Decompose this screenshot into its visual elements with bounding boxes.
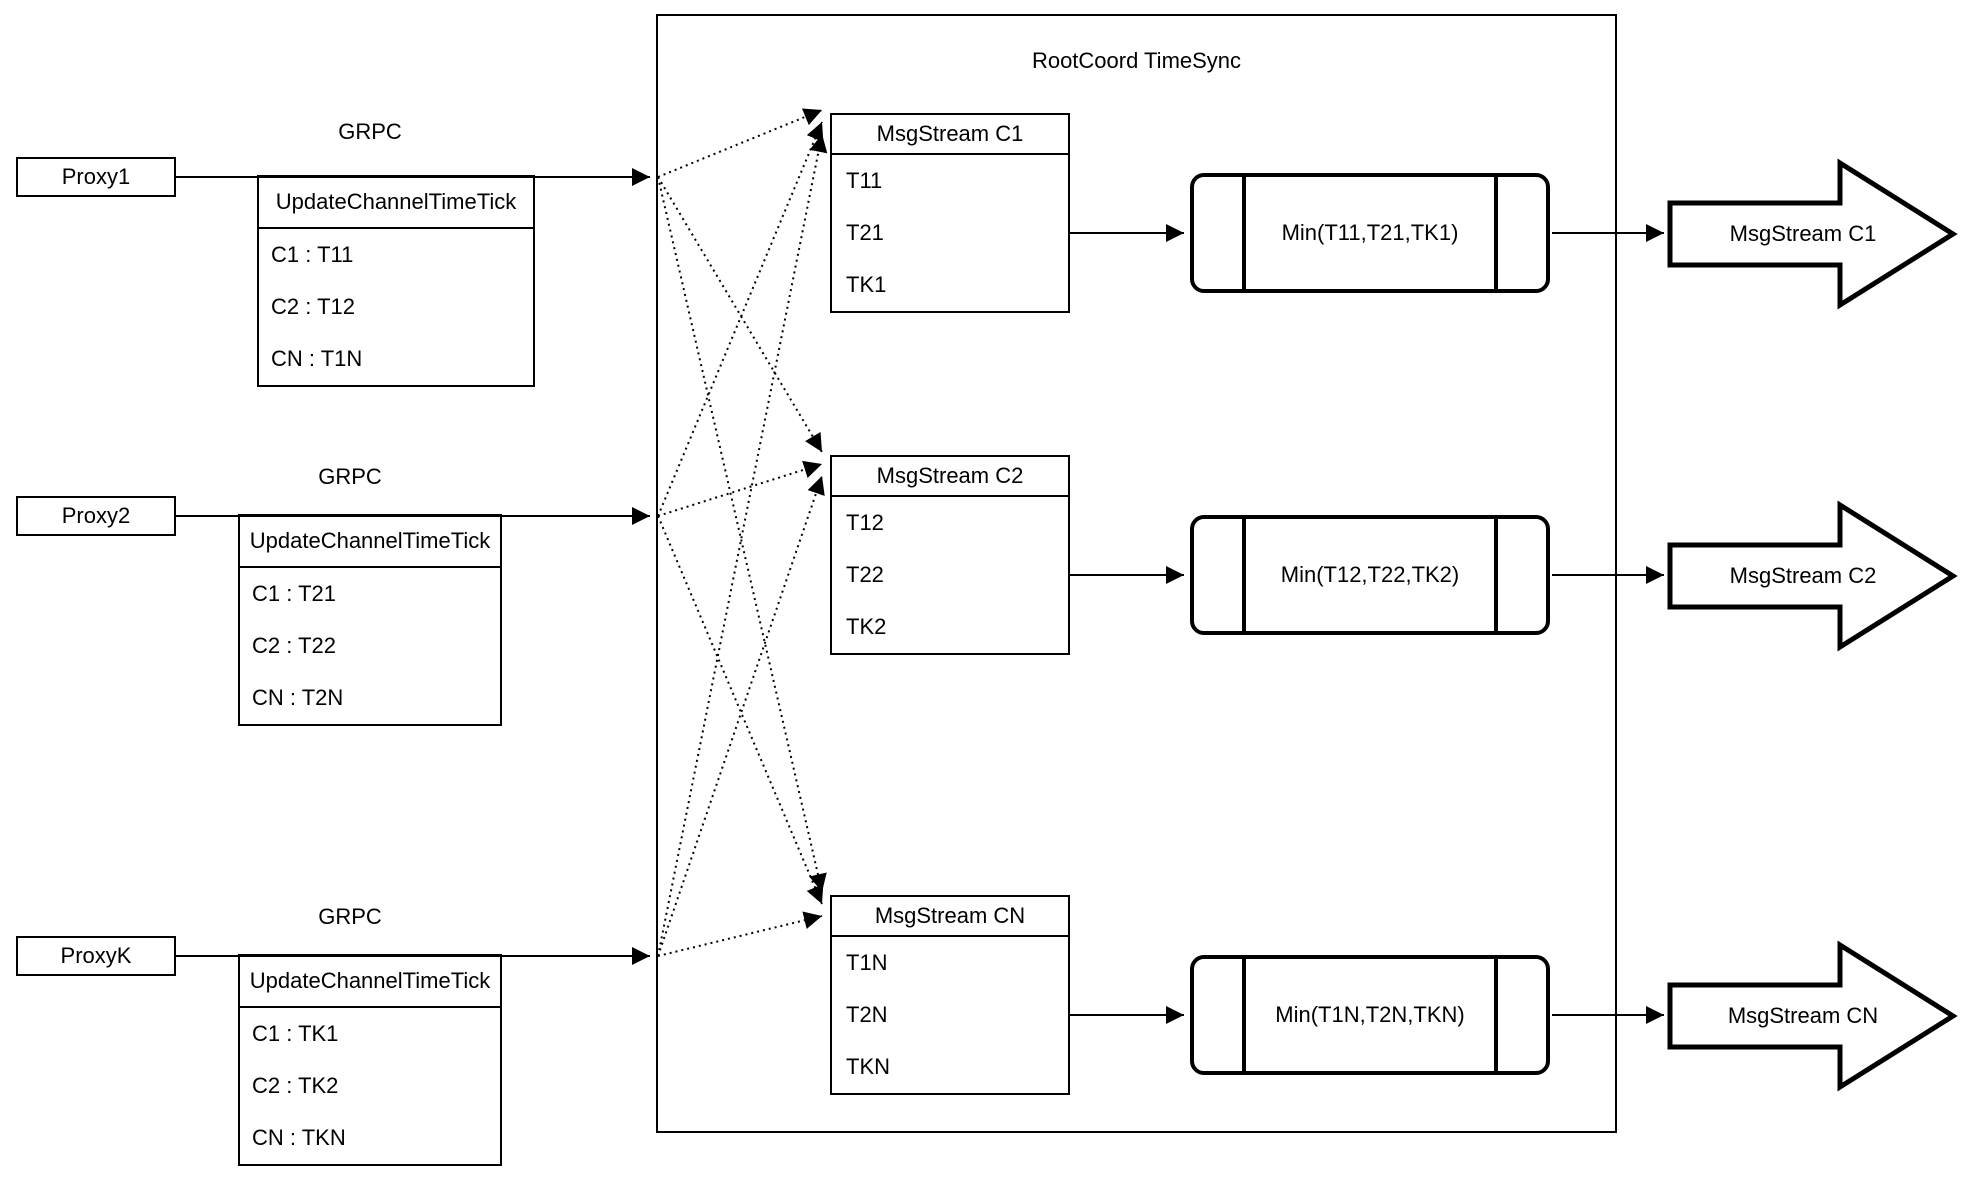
proxy2-table-header: UpdateChannelTimeTick [240, 516, 500, 568]
table-row: C2 : T12 [271, 294, 355, 319]
table-row: T1N [846, 950, 888, 975]
table-row: C1 : TK1 [252, 1021, 339, 1046]
msgstream-c2-table: MsgStream C2 T12 T22 TK2 [830, 455, 1070, 655]
process-bar [1494, 959, 1498, 1071]
rootcoord-timesync-container: RootCoord TimeSync [656, 14, 1617, 1133]
table-row: TK1 [846, 272, 887, 297]
msgstream-c2-output-label: MsgStream C2 [1729, 563, 1877, 588]
table-row: T11 [846, 168, 883, 193]
proxy2-label: Proxy2 [61, 503, 131, 528]
msgstream-cn-output-label: MsgStream CN [1727, 1003, 1879, 1028]
table-row: C1 : T11 [271, 242, 354, 267]
table-row: CN : TKN [252, 1125, 346, 1150]
grpc-label-3: GRPC [318, 904, 382, 929]
grpc-label-2: GRPC [318, 464, 382, 489]
process-bar [1494, 177, 1498, 289]
table-row: TK2 [846, 614, 887, 639]
proxy2-timetick-table: UpdateChannelTimeTick C1 : T21 C2 : T22 … [238, 514, 502, 726]
process-bar [1242, 177, 1246, 289]
proxy2-box: Proxy2 [16, 496, 176, 536]
proxyk-label: ProxyK [60, 943, 132, 968]
proxyk-table-header: UpdateChannelTimeTick [240, 956, 500, 1008]
proxy1-timetick-table: UpdateChannelTimeTick C1 : T11 C2 : T12 … [257, 175, 535, 387]
table-row: C1 : T21 [252, 581, 336, 606]
min-cn-label: Min(T1N,T2N,TKN) [1275, 1002, 1465, 1027]
proxy1-label: Proxy1 [61, 164, 131, 189]
table-row: CN : T2N [252, 685, 344, 710]
table-row: T22 [846, 562, 884, 587]
msgstream-cn-header: MsgStream CN [832, 897, 1068, 937]
msgstream-c2-header: MsgStream C2 [832, 457, 1068, 497]
grpc-label-1: GRPC [338, 119, 402, 144]
proxy1-box: Proxy1 [16, 157, 176, 197]
msgstream-cn-table: MsgStream CN T1N T2N TKN [830, 895, 1070, 1095]
msgstream-c1-table: MsgStream C1 T11 T21 TK1 [830, 113, 1070, 313]
table-row: C2 : TK2 [252, 1073, 339, 1098]
container-title: RootCoord TimeSync [1031, 48, 1242, 73]
table-row: T2N [846, 1002, 888, 1027]
process-bar [1494, 519, 1498, 631]
min-c2-label: Min(T12,T22,TK2) [1280, 562, 1460, 587]
min-c1-label: Min(T11,T21,TK1) [1281, 220, 1459, 245]
proxyk-box: ProxyK [16, 936, 176, 976]
proxyk-timetick-table: UpdateChannelTimeTick C1 : TK1 C2 : TK2 … [238, 954, 502, 1166]
table-row: T21 [846, 220, 884, 245]
output-block-arrows [1667, 158, 1958, 1092]
msgstream-c1-output-label: MsgStream C1 [1729, 221, 1877, 246]
table-row: T12 [846, 510, 884, 535]
msgstream-c1-header: MsgStream C1 [832, 115, 1068, 155]
process-bar [1242, 959, 1246, 1071]
table-row: C2 : T22 [252, 633, 336, 658]
table-row: TKN [846, 1054, 890, 1079]
min-box-cn: Min(T1N,T2N,TKN) [1190, 955, 1550, 1075]
proxy1-table-header: UpdateChannelTimeTick [259, 177, 533, 229]
process-bar [1242, 519, 1246, 631]
min-box-c1: Min(T11,T21,TK1) [1190, 173, 1550, 293]
min-box-c2: Min(T12,T22,TK2) [1190, 515, 1550, 635]
table-row: CN : T1N [271, 346, 363, 371]
